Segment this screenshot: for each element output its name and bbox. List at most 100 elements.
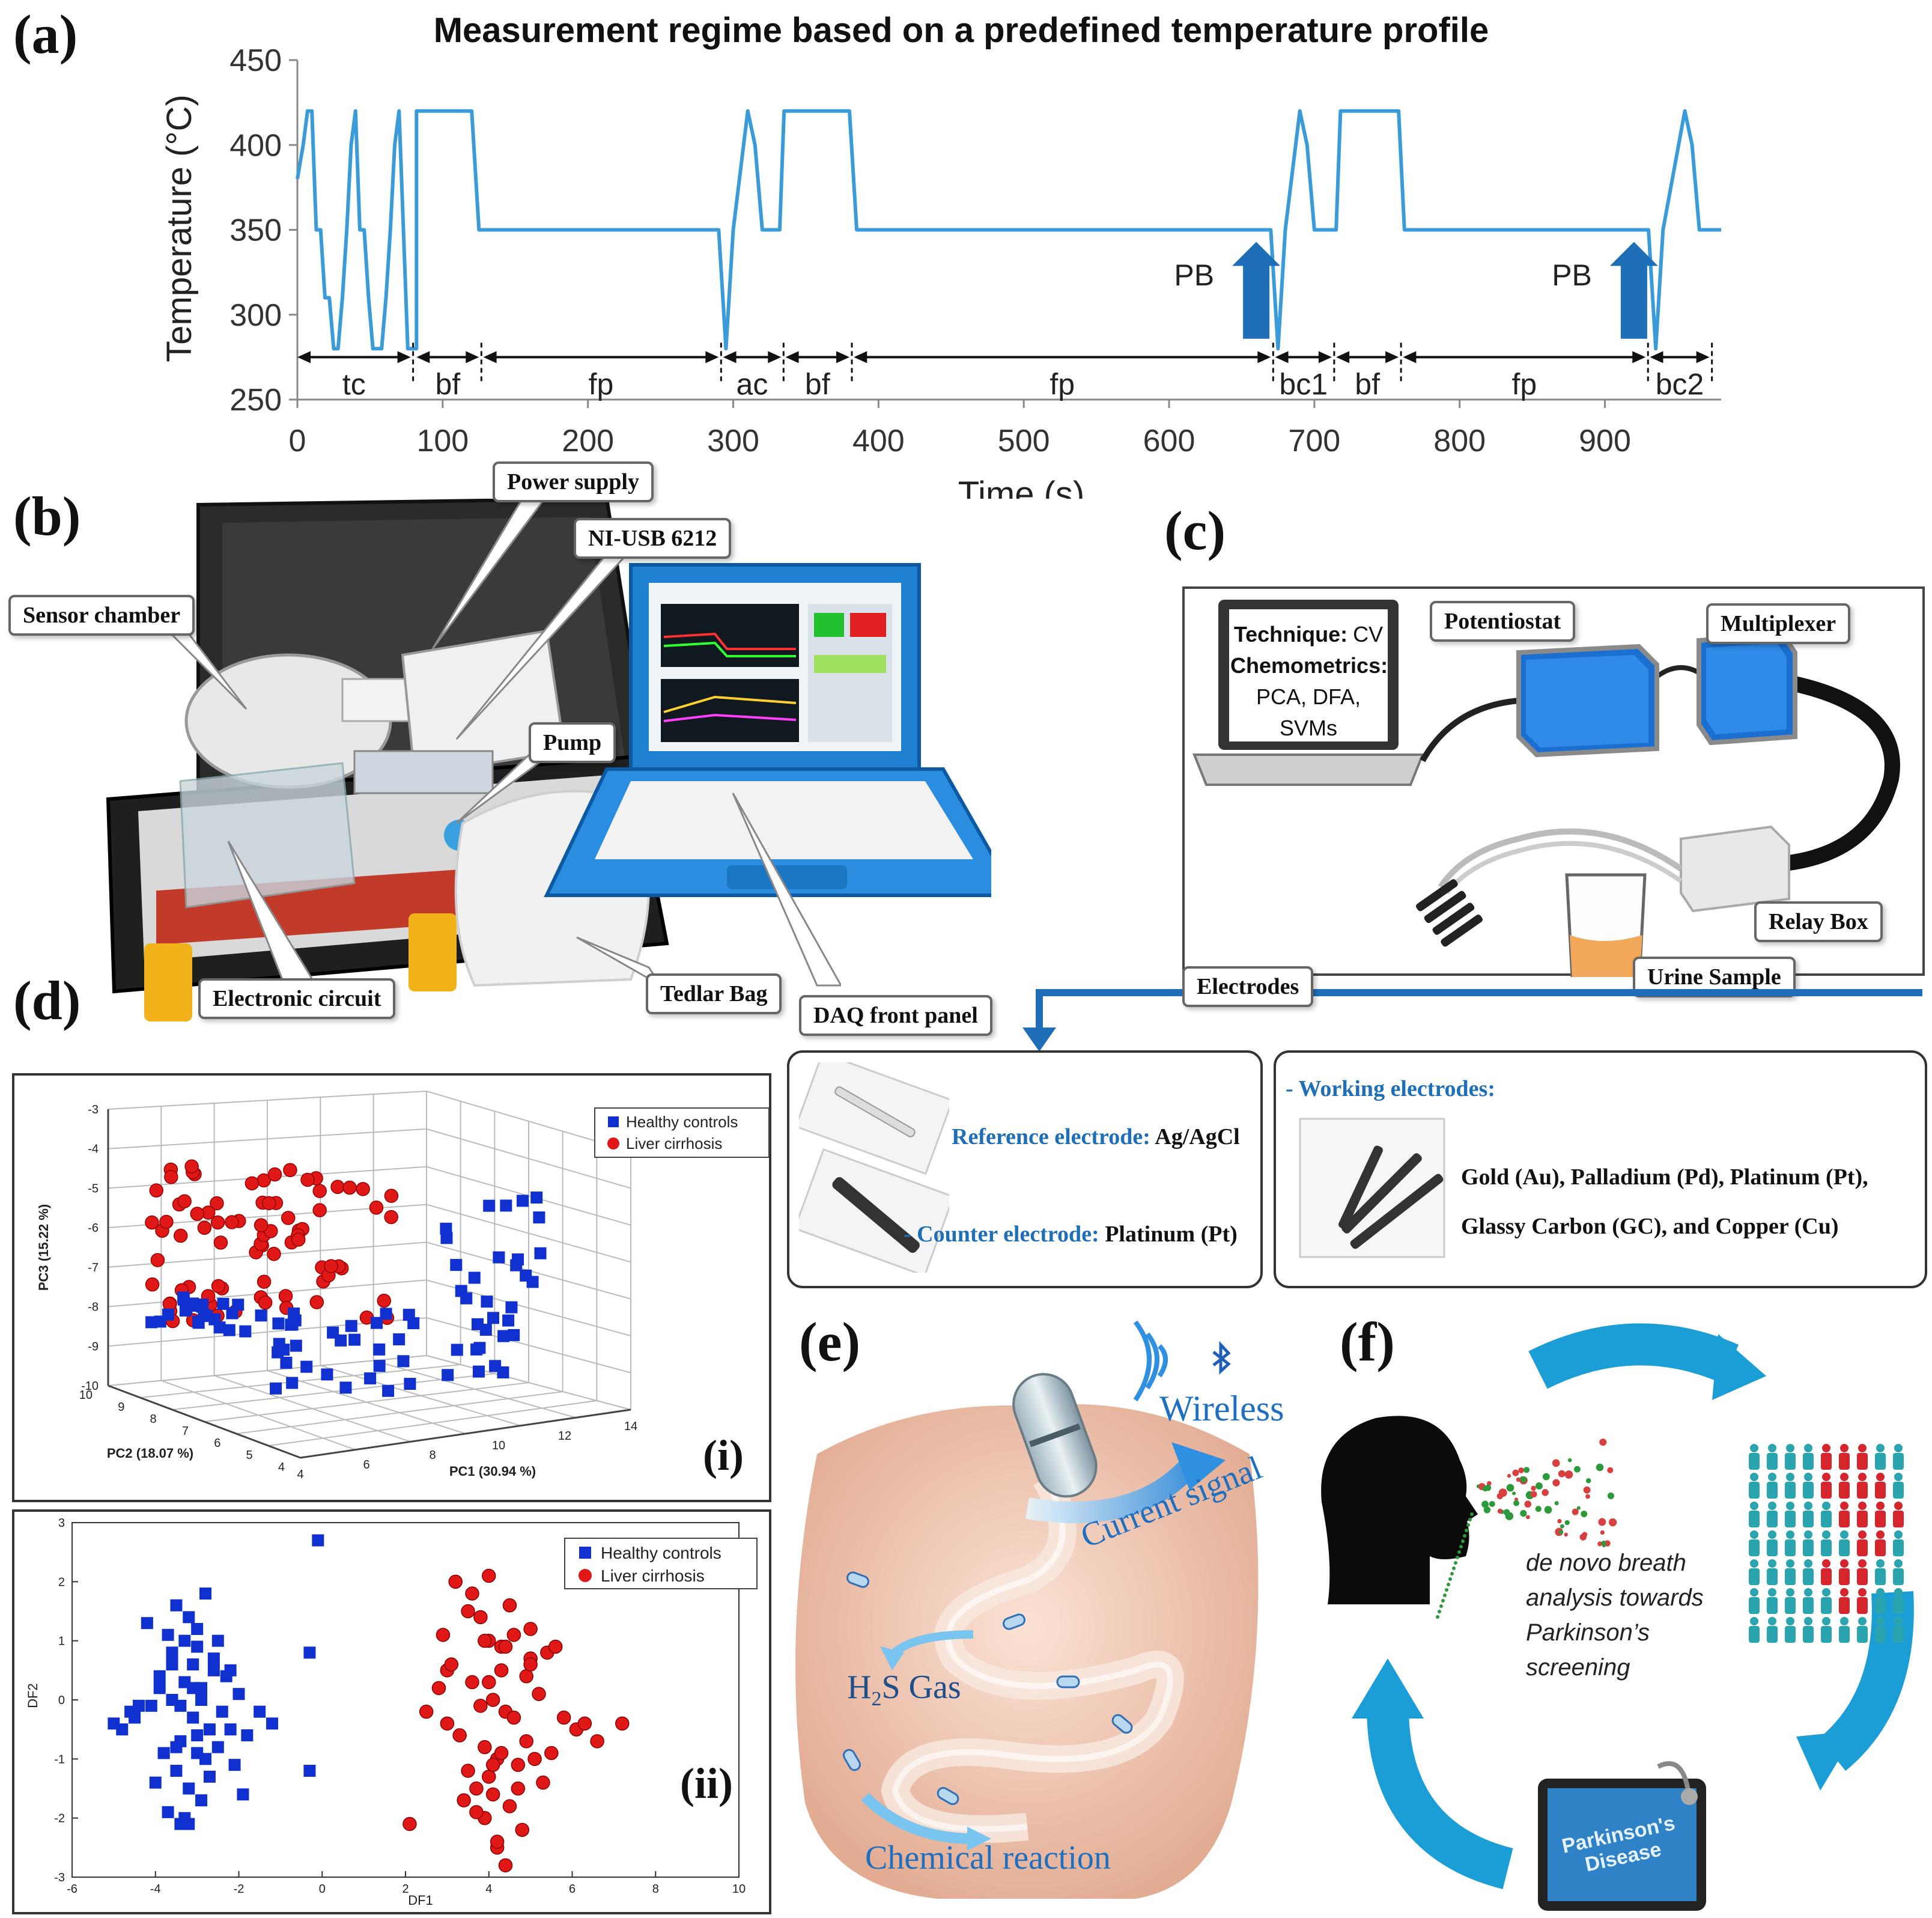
x-tick-label: 8: [652, 1883, 659, 1896]
person-body: [1749, 1511, 1760, 1527]
breath-dot: [1607, 1467, 1614, 1473]
dfa-point-healthy: [228, 1759, 241, 1771]
dfa-point-cirrhosis: [469, 1781, 484, 1796]
segment-label: bc1: [1279, 367, 1328, 401]
pca-point-healthy: [397, 1355, 410, 1368]
person-head: [1840, 1559, 1848, 1568]
breath-dot: [1582, 1532, 1588, 1538]
dfa-point-healthy: [241, 1729, 254, 1741]
person-head: [1768, 1617, 1776, 1625]
dfa-point-cirrhosis: [461, 1604, 475, 1619]
person-head: [1750, 1473, 1758, 1481]
person-body: [1749, 1453, 1760, 1470]
dfa-point-healthy: [237, 1788, 249, 1801]
pca-point-healthy: [468, 1271, 481, 1284]
breath-dot: [1564, 1532, 1568, 1537]
person-head: [1876, 1559, 1885, 1568]
person-body: [1857, 1511, 1868, 1527]
y-tick-label: -2: [54, 1812, 65, 1825]
person-head: [1894, 1559, 1903, 1568]
pca-point-healthy: [192, 1315, 205, 1328]
dfa-point-healthy: [141, 1617, 153, 1630]
person-body: [1749, 1626, 1760, 1643]
callout-pump: Pump: [529, 722, 616, 763]
pca-point-healthy: [373, 1343, 386, 1356]
person-head: [1840, 1530, 1848, 1539]
segment-label: bf: [805, 367, 830, 401]
reference-electrode-text: Reference electrode: Ag/AgCl: [952, 1124, 1240, 1150]
person-body: [1875, 1482, 1886, 1499]
pca-point-cirrhosis: [258, 1295, 273, 1310]
caption-line-2: analysis towards: [1526, 1585, 1704, 1611]
pc3-tick-label: -7: [88, 1261, 99, 1274]
person-head: [1858, 1559, 1867, 1568]
breath-dot: [1581, 1511, 1588, 1518]
dfa-point-healthy: [162, 1628, 174, 1641]
ref-counter-electrode-photos: [799, 1062, 949, 1273]
panel-label-f: (f): [1340, 1311, 1395, 1372]
dfa-point-cirrhosis: [511, 1781, 526, 1796]
dfa-point-healthy: [191, 1623, 204, 1635]
person-head: [1876, 1473, 1885, 1481]
person-head: [1822, 1444, 1830, 1452]
breath-dot: [1531, 1485, 1536, 1491]
person-head: [1804, 1473, 1812, 1481]
segment-label: fp: [1511, 367, 1537, 401]
person-body: [1839, 1511, 1850, 1527]
person-body: [1839, 1597, 1850, 1614]
dfa-point-cirrhosis: [523, 1657, 538, 1672]
segment-arrowhead: [785, 351, 799, 364]
person-body: [1785, 1568, 1796, 1585]
y-tick-label: 450: [229, 43, 282, 78]
person-head: [1804, 1617, 1812, 1625]
pca-point-cirrhosis: [177, 1194, 192, 1208]
callout-electrodes: Electrodes: [1182, 966, 1314, 1007]
person-head: [1858, 1617, 1867, 1625]
working-electrodes-title: - Working electrodes:: [1286, 1076, 1495, 1101]
segment-label: fp: [589, 367, 614, 401]
dfa-point-cirrhosis: [465, 1586, 479, 1601]
pca-point-healthy: [493, 1251, 505, 1264]
person-head: [1768, 1444, 1776, 1452]
segment-label: bc2: [1656, 367, 1704, 401]
person-head: [1840, 1617, 1848, 1625]
person-body: [1803, 1482, 1814, 1499]
x-tick-label: 300: [707, 424, 759, 458]
y-tick-label: 2: [58, 1576, 65, 1589]
y-tick-label: 300: [229, 298, 282, 333]
x-axis-label: Time (s): [958, 475, 1084, 499]
pca-point-cirrhosis: [330, 1180, 345, 1195]
legend-healthy: Healthy controls: [626, 1113, 738, 1131]
x-tick-label: 800: [1433, 424, 1486, 458]
pca-point-healthy: [382, 1384, 395, 1397]
breath-dot: [1530, 1491, 1537, 1498]
callout-ni-usb: NI-USB 6212: [574, 518, 732, 559]
breath-dot: [1535, 1506, 1542, 1512]
person-body: [1803, 1453, 1814, 1470]
pca-point-healthy: [393, 1333, 406, 1345]
person-body: [1875, 1453, 1886, 1470]
person-body: [1875, 1539, 1886, 1556]
grid-line: [426, 1355, 631, 1410]
person-head: [1858, 1588, 1867, 1597]
pca-point-healthy: [451, 1344, 463, 1356]
h2s-suffix: S Gas: [881, 1669, 961, 1706]
dfa-point-cirrhosis: [478, 1740, 492, 1755]
pca-point-healthy: [516, 1195, 529, 1207]
x-tick-label: 10: [732, 1883, 746, 1896]
dfa-point-healthy: [183, 1782, 195, 1795]
pc1-tick-label: 4: [297, 1468, 303, 1481]
breath-dot: [1535, 1482, 1543, 1490]
segment-arrowhead: [1257, 351, 1271, 364]
pca-point-healthy: [508, 1329, 520, 1341]
person-body: [1839, 1482, 1850, 1499]
person-head: [1822, 1559, 1830, 1568]
person-body: [1785, 1482, 1796, 1499]
y-tick-label: 1: [58, 1635, 65, 1648]
pca-point-healthy: [489, 1360, 502, 1372]
pca-point-cirrhosis: [145, 1215, 159, 1230]
dfa-point-cirrhosis: [485, 1787, 500, 1802]
dfa-point-cirrhosis: [452, 1728, 467, 1743]
person-head: [1750, 1559, 1758, 1568]
breath-dot: [1503, 1509, 1510, 1516]
